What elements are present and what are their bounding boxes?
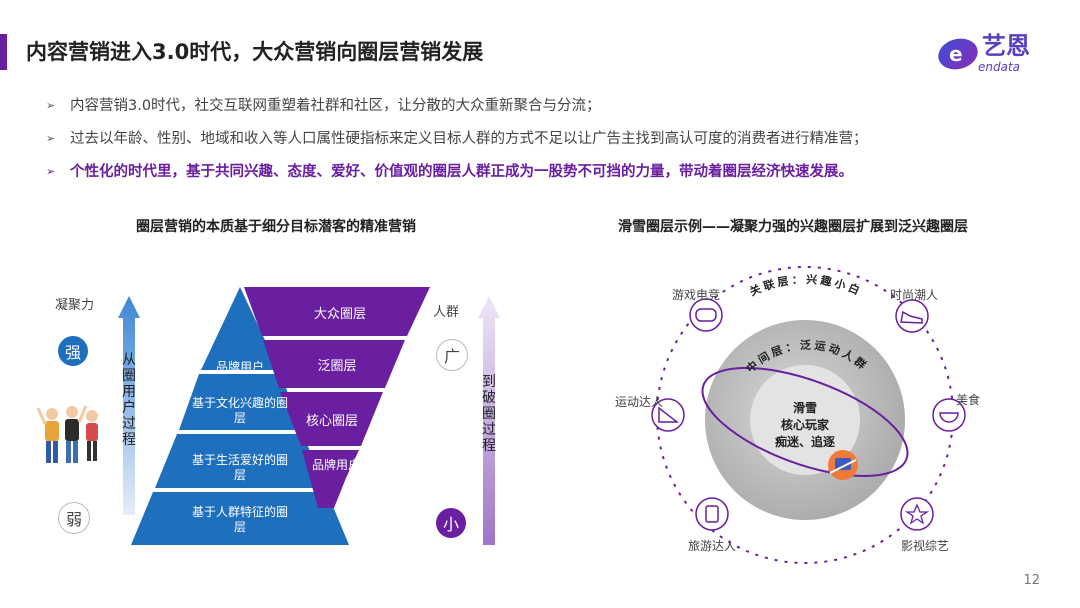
bullet-list: ➢ 内容营销3.0时代，社交互联网重塑着社群和社区，让分散的大众重新聚合与分流；… (46, 96, 1076, 195)
bullet-text: 个性化的时代里，基于共同兴趣、态度、爱好、价值观的圈层人群正成为一股势不可挡的力… (70, 164, 853, 180)
bullet-text: 过去以年龄、性别、地域和收入等人口属性硬指标来定义目标人群的方式不足以让广告主找… (70, 131, 868, 147)
pyramid-label-3: 基于生活爱好的圈层 (191, 453, 288, 482)
satellite-label-sports: 运动达人 (615, 395, 664, 409)
outer-layer-label: 关联层：兴趣小白 (747, 272, 861, 299)
inverted-level-4 (302, 450, 359, 508)
strong-badge: 强 (58, 336, 88, 366)
satellite-label-food: 美食 (956, 393, 981, 407)
inverted-level-3 (280, 392, 383, 446)
bowl-icon (932, 398, 966, 432)
page-title: 内容营销进入3.0时代，大众营销向圈层营销发展 (26, 40, 484, 64)
wide-badge: 广 (436, 339, 468, 371)
satellite-label-fashion: 时尚潮人 (890, 288, 939, 302)
pyramid-label-4: 基于人群特征的圈层 (191, 505, 288, 534)
inverted-label-3: 核心圈层 (305, 414, 358, 429)
logo-cn: 艺恩 (982, 32, 1030, 60)
bullet-item: ➢ 过去以年龄、性别、地域和收入等人口属性硬指标来定义目标人群的方式不足以让广告… (46, 129, 1076, 149)
left-diagram-title: 圈层营销的本质基于细分目标潜客的精准营销 (136, 219, 416, 235)
people-illustration (36, 405, 98, 463)
crowd-label: 人群 (433, 305, 460, 320)
pyramid-level-2 (179, 374, 301, 430)
star-icon (900, 497, 934, 531)
right-arrow-text: 到破圈过程 (482, 374, 496, 454)
luggage-icon (695, 497, 729, 531)
svg-text:关联层：兴趣小白: 关联层：兴趣小白 (747, 272, 864, 299)
skier-badge (828, 450, 858, 480)
right-up-arrow (478, 296, 500, 545)
bullet-arrow-icon: ➢ (46, 165, 56, 178)
inverted-label-2: 泛圈层 (317, 359, 357, 374)
bullet-item: ➢ 内容营销3.0时代，社交互联网重塑着社群和社区，让分散的大众重新聚合与分流； (46, 96, 1076, 116)
core-circle (750, 365, 860, 475)
pyramid-label-1: 品牌用户 (215, 360, 264, 374)
satellite-label-gaming: 游戏电竞 (672, 288, 721, 302)
inverted-level-1 (244, 287, 430, 336)
satellite-label-variety: 影视综艺 (901, 539, 950, 553)
logo-en: endata (978, 60, 1020, 74)
bullet-arrow-icon: ➢ (46, 132, 56, 145)
weak-badge: 弱 (58, 502, 90, 534)
gamepad-icon (689, 298, 723, 332)
pyramid-label-2: 基于文化兴趣的圈层 (191, 396, 288, 425)
small-badge: 小 (436, 508, 466, 538)
sneaker-icon (895, 299, 929, 333)
pyramid-level-3 (155, 434, 325, 488)
left-up-arrow (118, 296, 140, 515)
satellite-label-travel: 旅游达人 (688, 539, 737, 553)
core-text: 滑雪 核心玩家 痴迷、追逐 (765, 400, 845, 451)
inverted-label-1: 大众圈层 (313, 307, 366, 322)
endata-logo: e 艺恩 endata (930, 22, 1060, 82)
page-number: 12 (1023, 573, 1040, 588)
bullet-text: 内容营销3.0时代，社交互联网重塑着社群和社区，让分散的大众重新聚合与分流； (70, 98, 601, 114)
ski-slope-icon (651, 398, 685, 432)
left-arrow-text: 从圈用户过程 (122, 352, 136, 448)
cohesion-label: 凝聚力 (55, 298, 95, 313)
bullet-item-highlight: ➢ 个性化的时代里，基于共同兴趣、态度、爱好、价值观的圈层人群正成为一股势不可挡… (46, 162, 1076, 182)
pyramid-level-1 (201, 287, 279, 370)
core-line-2: 核心玩家 (780, 418, 829, 432)
core-line-3: 痴迷、追逐 (774, 435, 835, 449)
orbit-path (701, 366, 909, 478)
pyramid-level-4 (131, 492, 349, 545)
right-diagram-title: 滑雪圈层示例——凝聚力强的兴趣圈层扩展到泛兴趣圈层 (618, 219, 968, 235)
core-line-1: 滑雪 (792, 401, 817, 415)
svg-text:e: e (949, 42, 963, 66)
title-accent-bar (0, 34, 7, 70)
bullet-arrow-icon: ➢ (46, 99, 56, 112)
inverted-level-2 (263, 340, 405, 388)
inverted-label-4: 品牌用户 (311, 458, 360, 472)
